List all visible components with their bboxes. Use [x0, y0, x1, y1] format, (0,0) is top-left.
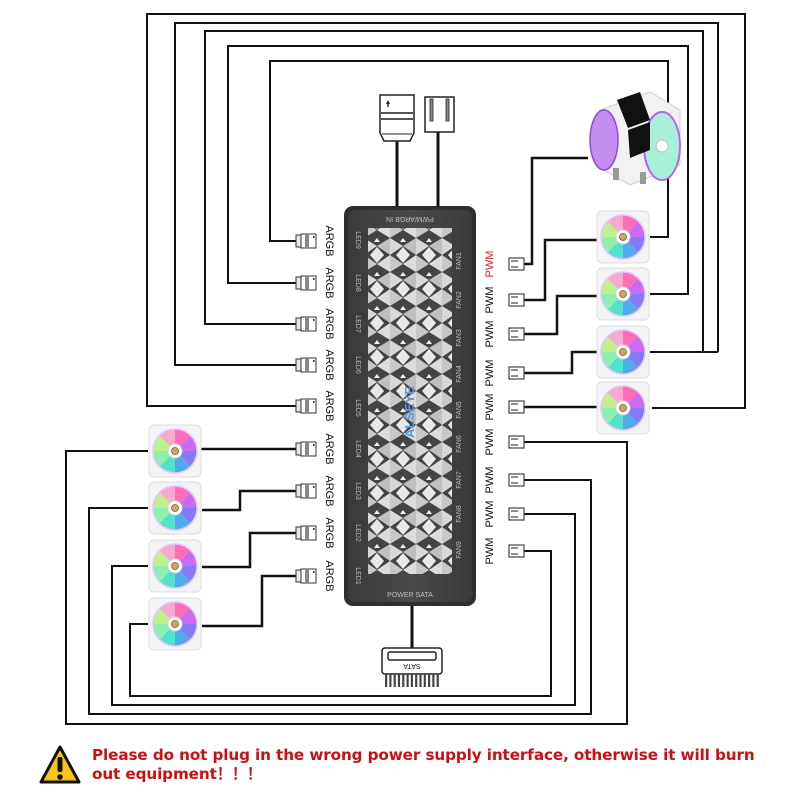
argb-connector-icon	[295, 275, 317, 291]
hub-fan-port-label: FAN1	[456, 252, 463, 270]
argb-connector-icon	[295, 483, 317, 499]
wire-fan6	[65, 441, 628, 725]
hub: PWM/ARGB IN POWER SATA ALSEYE LED9LED8LED7L…	[344, 206, 476, 606]
pwm-connector-icon	[508, 400, 525, 414]
wire-led5	[146, 13, 746, 409]
connectors: SATA	[295, 94, 525, 687]
wire-fan9	[129, 550, 552, 697]
hub-led-port-label: LED9	[354, 231, 361, 249]
rgb-fan-icon	[596, 325, 650, 379]
hub-led-port-label: LED4	[354, 440, 361, 458]
wire-led2	[202, 531, 296, 569]
argb-label: ARGB	[323, 560, 335, 591]
hub-pattern	[368, 228, 452, 574]
pwm-connector-icon	[508, 257, 525, 271]
hub-led-port-label: LED1	[354, 567, 361, 585]
wires	[65, 13, 746, 725]
argb-label: ARGB	[323, 475, 335, 506]
rgb-fan-icon	[596, 267, 650, 321]
hub-fan-port-label: FAN2	[456, 291, 463, 309]
sata-connector-icon: SATA	[381, 647, 443, 687]
wire-fan2	[524, 238, 597, 302]
pwm-label: PWM	[484, 467, 496, 494]
wire-fan1	[524, 156, 588, 266]
labels: ARGB ARGB ARGB ARGB ARGB ARGB ARGB ARGB ARGB PWM P…	[323, 225, 496, 591]
argb-connector-icon	[295, 398, 317, 414]
pwm-label: PWM	[484, 429, 496, 456]
hub-led-port-label: LED5	[354, 399, 361, 417]
hub-input-label: PWM/ARGB IN	[386, 215, 434, 222]
hub-led-port-label: LED8	[354, 274, 361, 292]
wire-led3	[202, 489, 296, 512]
pwm-connector-icon	[508, 473, 525, 487]
hub-fan-port-label: FAN5	[456, 401, 463, 419]
pwm-label: PWM	[484, 287, 496, 314]
argb-connector-icon	[295, 233, 317, 249]
argb-label: ARGB	[323, 433, 335, 464]
rgb-fan-icon	[148, 539, 202, 593]
hub-brand-logo: ALSEYE	[402, 386, 417, 438]
pwm-label: PWM	[484, 538, 496, 565]
hub-led-port-label: LED3	[354, 482, 361, 500]
rgb-fan-icon	[596, 210, 650, 264]
rgb-fan-icon	[148, 424, 202, 478]
argb-label: ARGB	[323, 267, 335, 298]
pwm-label: PWM	[484, 394, 496, 421]
cpu-cooler-icon	[589, 91, 681, 186]
argb-connector-icon	[295, 316, 317, 332]
pwm-label: PWM	[484, 251, 496, 278]
hub-fan-port-label: FAN6	[456, 435, 463, 453]
hub-led-port-label: LED7	[354, 315, 361, 333]
pwm-label: PWM	[484, 321, 496, 348]
pwm-connector-icon	[508, 293, 525, 307]
pwm-connector-icon	[508, 544, 525, 558]
rgb-fan-icon	[148, 481, 202, 535]
argb-connector-icon	[295, 357, 317, 373]
argb-connector-icon	[295, 525, 317, 541]
wire-fan7	[88, 479, 592, 715]
pwm-connector-icon	[508, 327, 525, 341]
pwm-label: PWM	[484, 360, 496, 387]
hub-fan-port-label: FAN8	[456, 505, 463, 523]
fans	[148, 91, 681, 651]
wire-led1	[202, 574, 296, 628]
pwm-connector-icon	[508, 507, 525, 521]
pwm-connector-icon	[508, 366, 525, 380]
hub-led-port-label: LED6	[354, 356, 361, 374]
argb-label: ARGB	[323, 517, 335, 548]
pwm-input-connector-icon	[424, 96, 455, 133]
warning-text: Please do not plug in the wrong power su…	[92, 746, 755, 783]
argb-label: ARGB	[323, 349, 335, 380]
hub-led-port-label: LED2	[354, 524, 361, 542]
wire-fan3	[524, 294, 597, 336]
argb-label: ARGB	[323, 308, 335, 339]
wire-led9	[269, 60, 669, 242]
argb-label: ARGB	[323, 390, 335, 421]
hub-fan-port-label: FAN3	[456, 329, 463, 347]
warning-triangle-icon	[39, 745, 81, 784]
sata-label: SATA	[403, 662, 421, 669]
argb-connector-icon	[295, 441, 317, 457]
hub-fan-port-label: FAN4	[456, 365, 463, 383]
pwm-label: PWM	[484, 501, 496, 528]
hub-fan-port-label: FAN9	[456, 541, 463, 559]
hub-fan-port-label: FAN7	[456, 471, 463, 489]
wire-led6-a	[174, 22, 719, 366]
hub-power-label: POWER SATA	[387, 592, 433, 599]
wire-fan4	[524, 350, 597, 375]
argb-input-connector-icon	[379, 94, 415, 142]
argb-connector-icon	[295, 568, 317, 584]
rgb-fan-icon	[148, 597, 202, 651]
rgb-fan-icon	[596, 381, 650, 435]
argb-label: ARGB	[323, 225, 335, 256]
wire-led8	[227, 45, 689, 295]
wire-fan8	[111, 513, 576, 706]
pwm-connector-icon	[508, 435, 525, 449]
